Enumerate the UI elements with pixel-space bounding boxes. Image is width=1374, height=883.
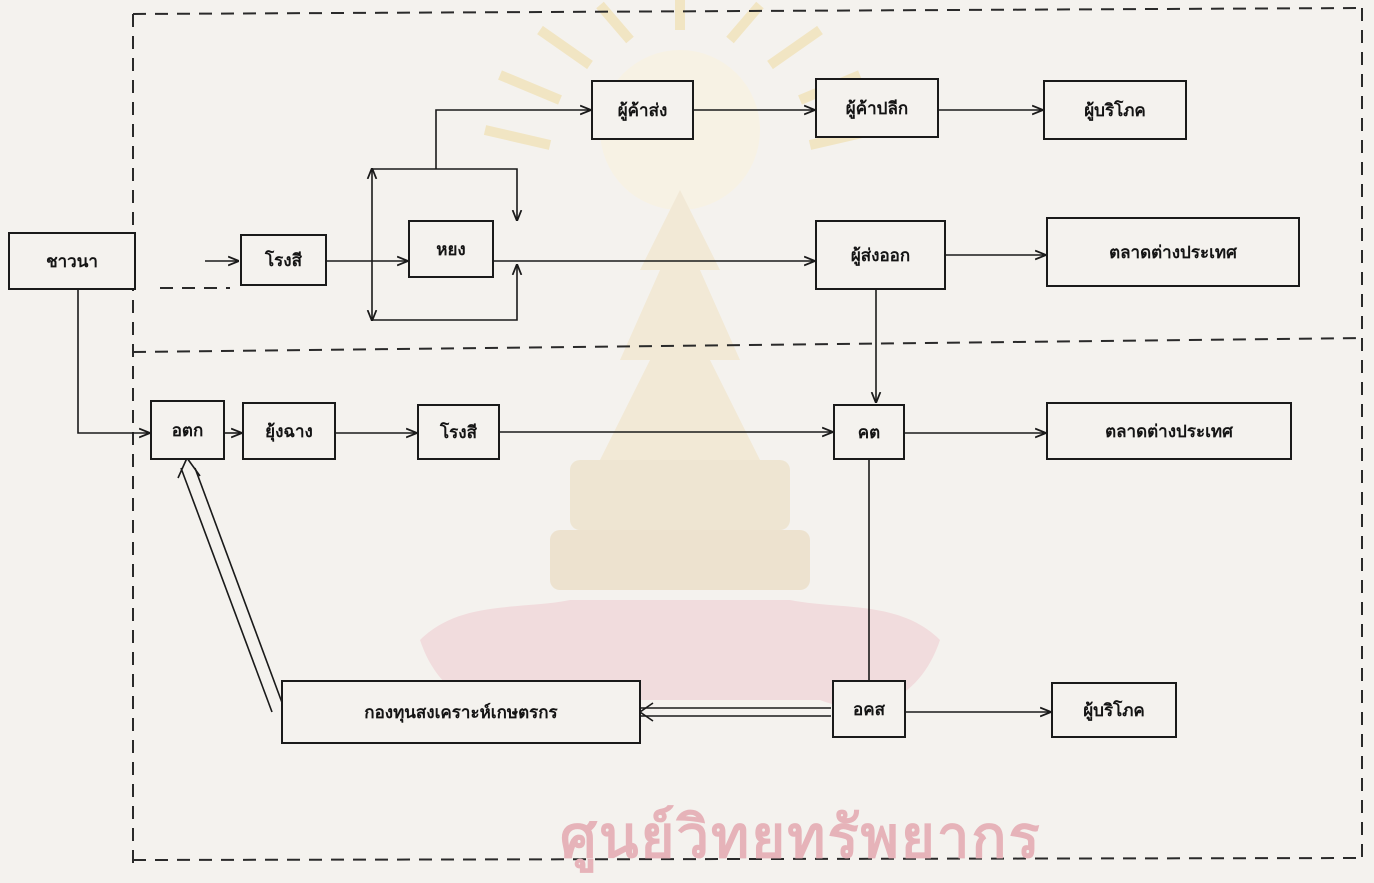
node-orkhoso: อคส <box>832 680 906 738</box>
region-borders <box>132 7 1363 867</box>
node-granary: ยุ้งฉาง <box>242 402 336 460</box>
node-farmers: ชาวนา <box>8 232 136 290</box>
node-foreign-market-bottom: ตลาดต่างประเทศ <box>1046 402 1292 460</box>
node-exporter: ผู้ส่งออก <box>815 220 946 290</box>
node-fund: กองทุนสงเคราะห์เกษตรกร <box>281 680 641 744</box>
node-consumer-bottom: ผู้บริโภค <box>1051 682 1177 738</box>
node-rice-mill-bottom: โรงสี <box>417 404 500 460</box>
node-ortok: อตก <box>150 400 225 460</box>
node-retailer: ผู้ค้าปลีก <box>815 78 939 138</box>
watermark-text: ศูนย์วิทยทรัพยากร <box>560 803 1042 871</box>
node-consumer-top: ผู้บริโภค <box>1043 80 1187 140</box>
node-yong: หยง <box>408 220 494 278</box>
node-foreign-market-top: ตลาดต่างประเทศ <box>1046 217 1300 287</box>
node-khot: คต <box>833 404 905 460</box>
node-rice-mill-top: โรงสี <box>240 234 327 286</box>
node-wholesaler: ผู้ค้าส่ง <box>591 80 694 140</box>
